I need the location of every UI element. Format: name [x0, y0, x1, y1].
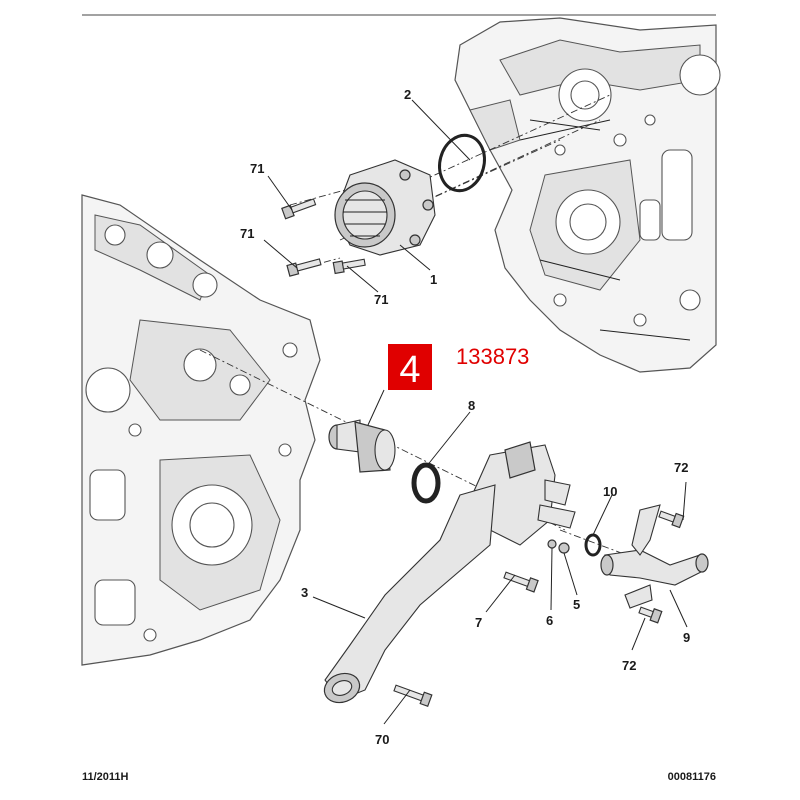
o-ring-part-8: [411, 462, 441, 504]
highlight-label: 4: [399, 349, 420, 391]
label-part-72-top: 72: [674, 460, 688, 475]
label-part-6: 6: [546, 613, 553, 628]
thermostat-part-4: [328, 419, 396, 473]
o-ring-part-10: [584, 533, 602, 557]
highlight-box: [388, 344, 432, 390]
label-part-3: 3: [301, 585, 308, 600]
water-pump: [334, 159, 436, 256]
engine-block-right: [454, 17, 721, 373]
pump-bolts: [281, 198, 366, 277]
bolt-part-72-lower: [638, 606, 663, 624]
label-part-2: 2: [404, 87, 411, 102]
reference-number: 133873: [456, 344, 529, 369]
bolt-part-72-upper: [658, 510, 685, 529]
label-part-5: 5: [573, 597, 580, 612]
label-part-9: 9: [683, 630, 690, 645]
plug-part-5: [558, 542, 570, 554]
bypass-pipe-part-9: [600, 504, 709, 609]
label-part-70: 70: [375, 732, 389, 747]
label-part-71-bottom: 71: [374, 292, 388, 307]
label-part-72-bottom: 72: [622, 658, 636, 673]
pump-seal-ring: [438, 133, 486, 193]
label-part-1: 1: [430, 272, 437, 287]
bolt-part-70: [393, 684, 433, 708]
label-part-8: 8: [468, 398, 475, 413]
label-part-71-top: 71: [250, 161, 264, 176]
leader-lines: [263, 99, 688, 725]
bolt-part-7: [503, 571, 539, 593]
seal-part-6: [547, 539, 557, 549]
coolant-housing-part-3: [323, 441, 576, 704]
footer-doc-number: 00081176: [668, 771, 716, 783]
label-part-71-mid: 71: [240, 226, 254, 241]
engine-block-left: [81, 194, 321, 666]
label-part-10: 10: [603, 484, 617, 499]
label-part-7: 7: [475, 615, 482, 630]
footer-date: 11/2011H: [82, 771, 129, 783]
